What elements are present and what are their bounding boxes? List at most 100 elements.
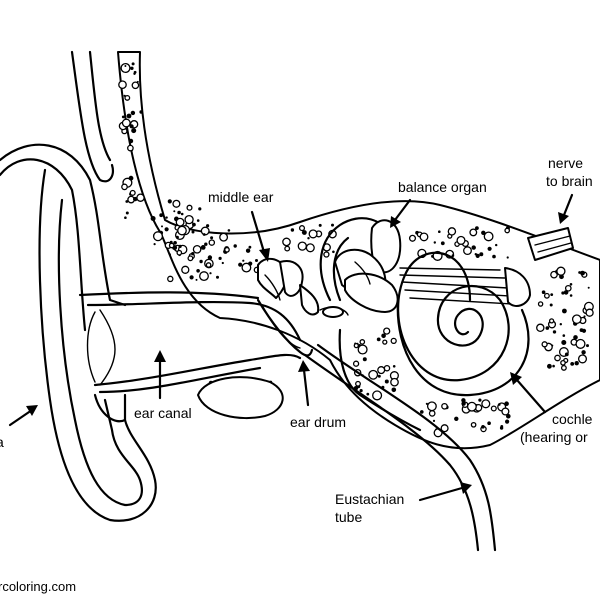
bone-speckle <box>543 292 550 299</box>
bone-speckle <box>357 344 368 355</box>
bone-speckle <box>128 175 134 181</box>
bone-speckle <box>130 66 134 71</box>
bone-speckle <box>221 261 224 265</box>
bone-speckle <box>419 232 429 242</box>
bone-speckle <box>475 253 480 258</box>
bone-speckle <box>550 293 554 296</box>
bone-speckle <box>495 243 498 247</box>
bone-speckle <box>331 223 334 227</box>
bone-speckle <box>130 110 136 116</box>
bone-speckle <box>433 241 436 244</box>
bone-speckle <box>355 380 361 387</box>
bone-speckle <box>441 402 448 410</box>
bone-speckle <box>574 361 579 366</box>
bone-speckle <box>180 212 184 216</box>
bone-speckle <box>196 219 200 222</box>
bone-speckle <box>298 225 306 232</box>
bone-speckle <box>561 291 565 295</box>
bone-speckle <box>569 294 573 297</box>
bone-speckle <box>207 255 213 260</box>
bone-speckle <box>577 354 588 364</box>
ear-drum <box>256 298 314 357</box>
bone-speckle <box>581 350 586 355</box>
bone-speckle <box>124 65 127 67</box>
balance-organ <box>319 217 402 313</box>
bone-speckle <box>461 401 466 406</box>
bone-speckle <box>487 421 491 426</box>
bone-speckle <box>169 240 173 244</box>
bone-speckle <box>570 362 575 366</box>
bone-speckle <box>536 323 545 333</box>
bone-speckle <box>120 62 131 74</box>
bone-speckle <box>381 333 386 339</box>
bone-speckle <box>552 364 555 368</box>
bone-speckle <box>176 249 183 256</box>
bone-speckle <box>332 250 335 254</box>
bone-speckle <box>205 262 212 268</box>
bone-speckle <box>475 226 479 231</box>
bone-speckle <box>172 199 181 208</box>
bone-speckle <box>318 223 322 227</box>
bone-speckle <box>301 231 305 234</box>
bone-speckle <box>192 244 202 254</box>
bone-speckle <box>133 72 136 76</box>
bone-speckle <box>541 341 548 348</box>
bone-speckle <box>118 80 127 90</box>
bone-speckle <box>159 213 164 218</box>
bone-speckle <box>545 326 550 330</box>
bone-speckle <box>139 110 143 114</box>
bone-speckle <box>199 271 209 282</box>
bone-speckle <box>562 308 567 314</box>
bone-speckle <box>552 330 557 334</box>
bone-speckle <box>547 363 552 369</box>
pinna <box>0 50 157 522</box>
label-cochlea-hearing: (hearing or <box>520 429 588 445</box>
bone-speckle <box>167 199 172 204</box>
bone-speckle <box>204 242 208 246</box>
bone-speckle <box>571 314 582 325</box>
bone-speckle <box>184 214 194 225</box>
bone-speckle <box>501 407 510 416</box>
label-ear-drum: ear drum <box>290 414 346 430</box>
bone-speckle <box>581 328 587 333</box>
bone-speckle <box>164 227 169 232</box>
bone-speckle <box>492 254 496 259</box>
bone-speckle <box>481 399 491 409</box>
bone-speckle <box>392 365 396 368</box>
bone-speckle <box>564 352 569 357</box>
bone-speckle <box>121 115 125 119</box>
bone-texture <box>118 62 594 438</box>
bone-speckle <box>178 244 182 248</box>
bone-speckle <box>323 251 330 258</box>
bone-speckle <box>564 284 572 292</box>
bone-speckle <box>383 327 391 335</box>
bone-speckle <box>173 210 176 213</box>
label-pinna: a <box>0 434 4 450</box>
bone-speckle <box>136 193 145 202</box>
bone-speckle <box>500 425 504 428</box>
bone-speckle <box>440 424 449 433</box>
bone-speckle <box>167 275 174 283</box>
bone-speckle <box>359 339 366 345</box>
eustachian-tube <box>303 328 497 552</box>
bone-speckle <box>390 337 397 345</box>
bone-speckle <box>173 241 177 245</box>
bone-speckle <box>242 259 245 262</box>
bone-speckle <box>187 255 194 262</box>
bone-speckle <box>447 227 457 236</box>
bone-speckle <box>129 189 136 196</box>
bone-speckle <box>216 275 219 279</box>
bone-speckle <box>466 401 477 412</box>
bone-speckle <box>191 252 195 256</box>
bone-speckle <box>438 230 441 233</box>
label-nerve-to-brain: to brain <box>546 173 593 189</box>
bone-speckle <box>153 243 156 246</box>
bone-island <box>197 376 284 420</box>
bone-speckle <box>209 272 212 275</box>
bone-speckle <box>490 405 497 412</box>
bone-speckle <box>426 401 437 412</box>
bone-speckle <box>200 245 206 250</box>
bone-speckle <box>505 419 510 424</box>
auditory-nerve <box>399 227 574 307</box>
pointer-arrows <box>8 193 574 502</box>
